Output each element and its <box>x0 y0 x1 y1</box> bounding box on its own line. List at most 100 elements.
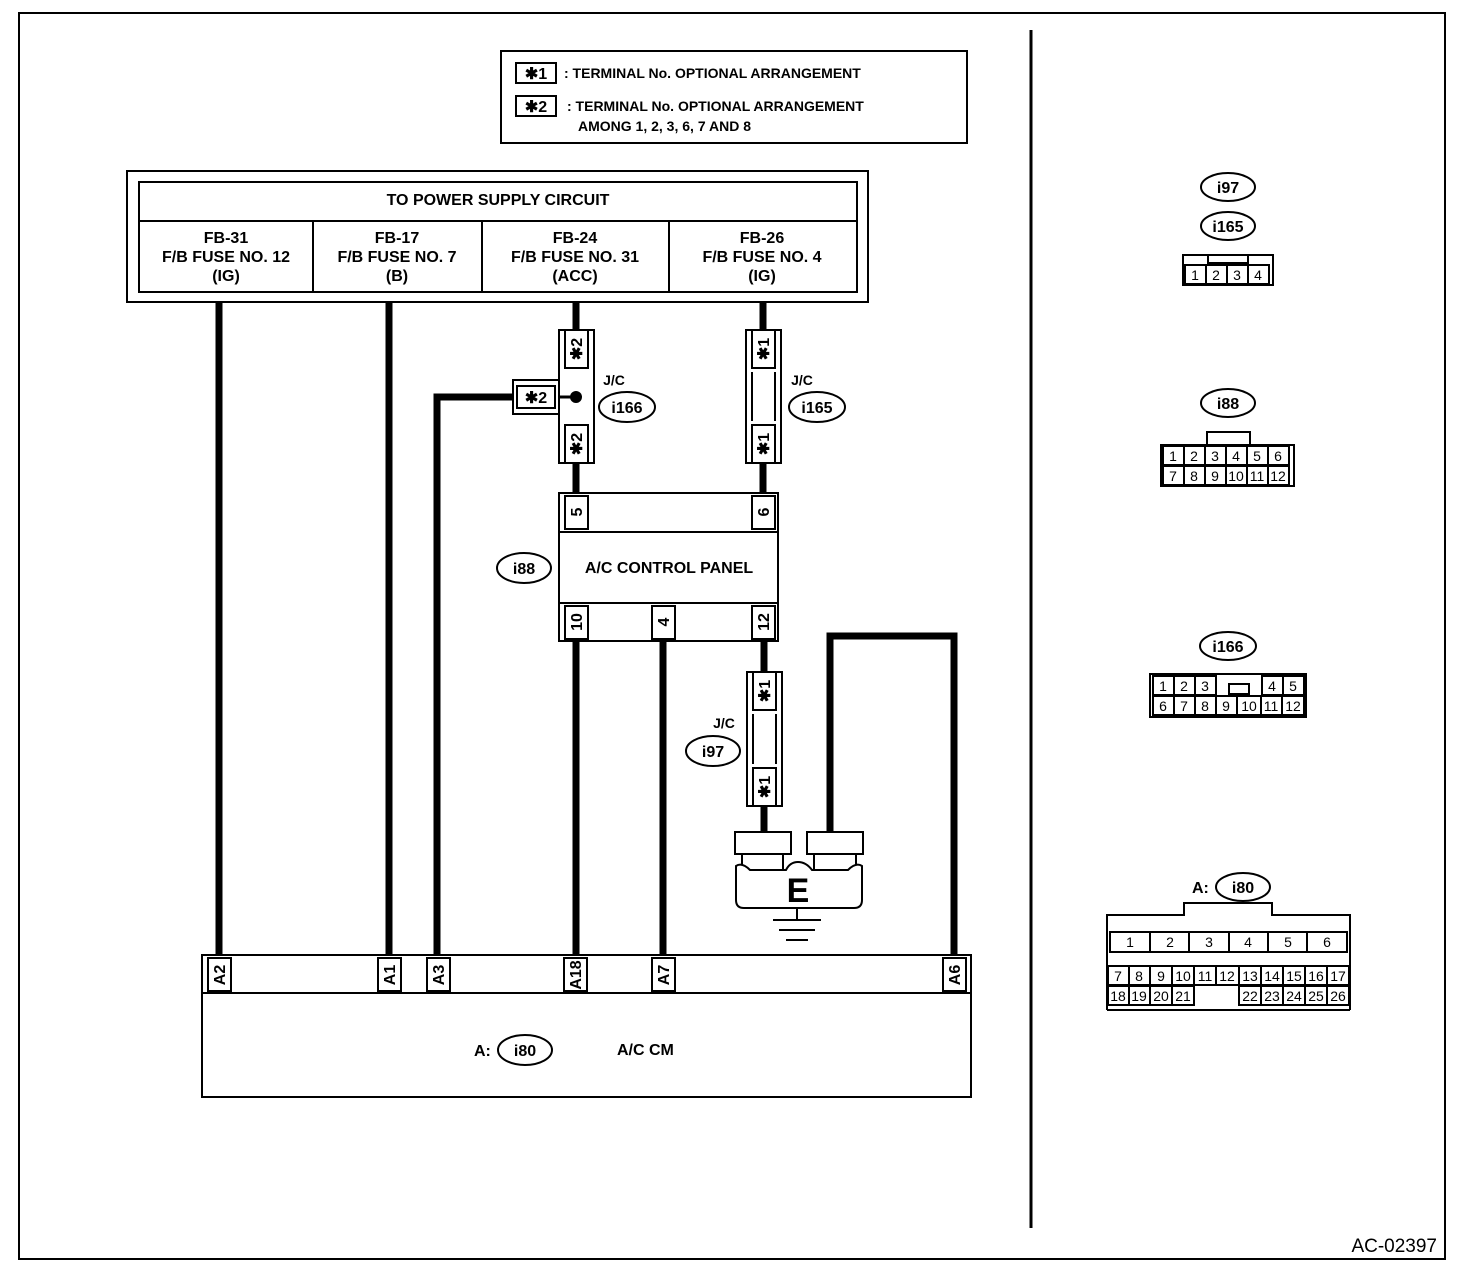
fuse-name-2: F/B FUSE NO. 7 <box>337 249 456 266</box>
conn4-row2: 7 8 9 10 11 12 13 14 15 16 17 <box>1107 965 1350 986</box>
conn4-pin: 9 <box>1157 968 1165 984</box>
conn2-pin: 8 <box>1190 468 1198 484</box>
legend-text-1: : TERMINAL No. OPTIONAL ARRANGEMENT <box>564 65 861 81</box>
legend: ✱1 : TERMINAL No. OPTIONAL ARRANGEMENT ✱… <box>500 50 968 144</box>
conn4-pin: 20 <box>1153 988 1169 1004</box>
conn4-pin: 1 <box>1126 934 1134 950</box>
acm-prefix: A: <box>474 1043 491 1060</box>
fuse-name-1: F/B FUSE NO. 12 <box>162 249 290 266</box>
conn4-pin: 23 <box>1264 988 1280 1004</box>
connector-view-i97-i165: i97 i165 1 2 3 4 <box>1182 172 1274 286</box>
conn4-pin: 7 <box>1114 968 1122 984</box>
jc-i166-bottom-symbol: ✱2 <box>569 433 586 455</box>
panel-pin-10: 10 <box>569 613 586 631</box>
legend-symbol-1: ✱1 <box>525 66 547 83</box>
conn3-pin: 4 <box>1268 678 1276 694</box>
panel-pin-5: 5 <box>569 507 586 516</box>
junction-i165: ✱1 ✱1 J/C i165 <box>745 329 846 464</box>
connector-view-i80: A: i80 1 2 3 4 5 6 7 8 9 10 11 12 13 14 … <box>1106 872 1351 1011</box>
conn3-pin: 2 <box>1180 678 1188 694</box>
conn4-pin: 21 <box>1175 988 1191 1004</box>
conn4-pin: 26 <box>1330 988 1346 1004</box>
acm-name: A/C CM <box>617 1042 674 1059</box>
conn1-pin: 2 <box>1212 267 1220 283</box>
figure-code: AC-02397 <box>1351 1236 1437 1257</box>
conn4-pin: 6 <box>1323 934 1331 950</box>
conn4-pin: 8 <box>1135 968 1143 984</box>
conn4-pin: 16 <box>1308 968 1324 984</box>
fuse-id-4: FB-26 <box>740 230 785 247</box>
fuse-id-1: FB-31 <box>204 230 249 247</box>
conn3-pin: 12 <box>1285 698 1301 714</box>
conn2-pin: 7 <box>1169 468 1177 484</box>
panel-pin-6: 6 <box>756 507 773 516</box>
conn2-pin: 10 <box>1228 468 1244 484</box>
conn4-pin: 24 <box>1286 988 1302 1004</box>
conn3-pin: 10 <box>1241 698 1257 714</box>
conn4-pin: 4 <box>1244 934 1252 950</box>
jc-i97-bottom-symbol: ✱1 <box>757 776 774 798</box>
acm-pin-a3: A3 <box>431 965 448 986</box>
connector-view-i166: i166 1 2 3 4 5 6 7 8 9 10 11 12 <box>1149 631 1307 718</box>
panel-pin-4: 4 <box>656 617 673 626</box>
conn4-pin: 11 <box>1198 968 1213 984</box>
legend-symbol-2: ✱2 <box>525 99 547 116</box>
acm-pin-a1: A1 <box>382 965 399 986</box>
conn1-label-2: i165 <box>1212 219 1243 236</box>
conn1-pin: 1 <box>1191 267 1199 283</box>
conn4-pin: 17 <box>1330 968 1346 984</box>
conn4-pin: 22 <box>1242 988 1258 1004</box>
jc-i165-top-symbol: ✱1 <box>756 338 773 360</box>
fuse-type-1: (IG) <box>212 268 240 285</box>
jc-i166-label: J/C <box>603 372 625 388</box>
conn3-pin: 6 <box>1159 698 1167 714</box>
conn3-pin: 7 <box>1180 698 1188 714</box>
conn4-row1: 1 2 3 4 5 6 <box>1126 932 1331 952</box>
fuse-type-3: (ACC) <box>552 268 597 285</box>
acm-pin-a6: A6 <box>947 965 964 986</box>
conn4-pin: 5 <box>1284 934 1292 950</box>
conn3-pin: 3 <box>1201 678 1209 694</box>
acm-pin-a7: A7 <box>656 965 673 986</box>
fuse-type-2: (B) <box>386 268 408 285</box>
conn4-label: i80 <box>1232 880 1254 897</box>
jc-i165-label: J/C <box>791 372 813 388</box>
conn2-pin: 6 <box>1274 448 1282 464</box>
conn2-pin: 1 <box>1169 448 1177 464</box>
fuse-id-2: FB-17 <box>375 230 420 247</box>
conn4-prefix: A: <box>1192 880 1209 897</box>
conn2-label: i88 <box>1217 396 1239 413</box>
conn2-pin: 2 <box>1190 448 1198 464</box>
ac-control-panel: 5 6 A/C CONTROL PANEL 10 4 12 i88 <box>496 492 779 642</box>
power-supply-box: TO POWER SUPPLY CIRCUIT FB-31 F/B FUSE N… <box>126 170 869 303</box>
junction-i97: ✱1 ✱1 J/C i97 <box>685 671 783 807</box>
conn4-pin: 18 <box>1110 988 1126 1004</box>
acm-pin-a2: A2 <box>212 965 229 986</box>
connector-view-i88: i88 1 2 3 4 5 6 7 8 9 10 11 12 <box>1160 388 1295 487</box>
conn2-row1: 1 2 3 4 5 6 <box>1162 445 1290 466</box>
wire-a6 <box>826 632 958 955</box>
conn4-pin: 25 <box>1308 988 1324 1004</box>
conn1-pin: 3 <box>1233 267 1241 283</box>
jc-i97-id: i97 <box>702 744 724 761</box>
jc-i97-label: J/C <box>713 715 735 731</box>
jc-i165-bottom-symbol: ✱1 <box>756 433 773 455</box>
conn3-label: i166 <box>1212 639 1243 656</box>
ac-cm: A2 A1 A3 A18 A7 A6 A: i80 A/C CM <box>201 954 972 1098</box>
conn2-pin: 3 <box>1211 448 1219 464</box>
fuse-name-4: F/B FUSE NO. 4 <box>702 249 821 266</box>
conn2-pin: 4 <box>1232 448 1240 464</box>
conn2-pin: 9 <box>1211 468 1219 484</box>
acm-connector-id: i80 <box>514 1043 536 1060</box>
jc-i166-top-symbol: ✱2 <box>569 338 586 360</box>
conn4-pin: 14 <box>1264 968 1280 984</box>
conn4-pin: 15 <box>1286 968 1302 984</box>
legend-text-2: : TERMINAL No. OPTIONAL ARRANGEMENT <box>567 98 864 114</box>
fuse-id-3: FB-24 <box>553 230 598 247</box>
conn2-pin: 11 <box>1250 468 1265 484</box>
conn3-pin: 9 <box>1222 698 1230 714</box>
ground-terminal: E <box>734 831 864 941</box>
panel-name: A/C CONTROL PANEL <box>585 560 754 577</box>
conn2-row2: 7 8 9 10 11 12 <box>1162 465 1290 486</box>
legend-text-2b: AMONG 1, 2, 3, 6, 7 AND 8 <box>578 118 751 134</box>
